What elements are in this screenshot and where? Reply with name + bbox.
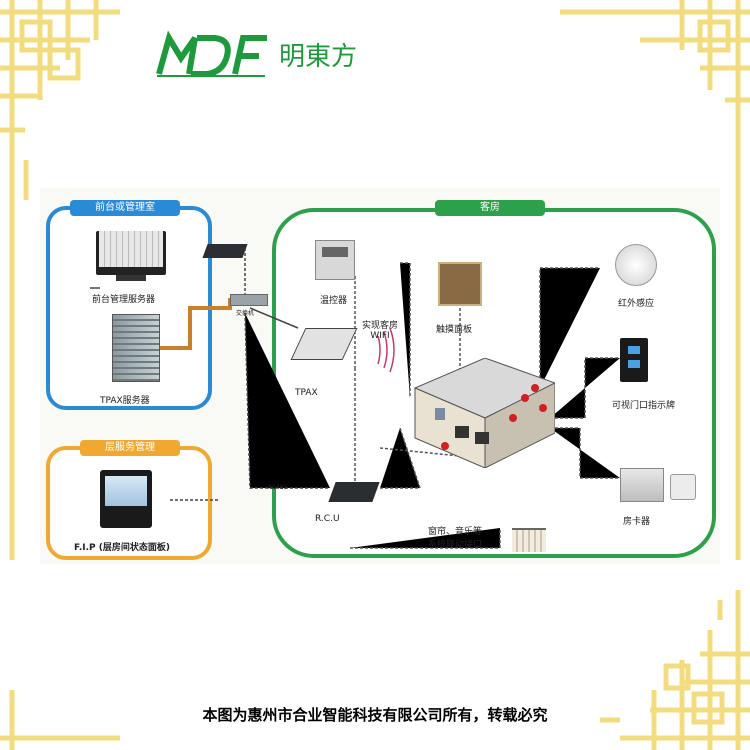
rcu-label: R.C.U: [315, 514, 340, 524]
brand-name-text: 明東方: [279, 36, 357, 73]
door-sign-label: 可视门口指示牌: [612, 398, 675, 411]
switch-label: 交换机: [236, 308, 254, 317]
hotel-room-illustration: [395, 358, 555, 468]
guest-room-panel-title: 客房: [435, 200, 545, 216]
touch-panel-icon: [438, 262, 482, 306]
mdf-logo-icon: [155, 28, 275, 80]
front-desk-panel-title: 前台或管理室: [70, 200, 180, 216]
network-switch-icon: [230, 294, 268, 306]
floor-service-panel-title: 层服务管理: [80, 440, 180, 456]
diagram-area: 前台或管理室 层服务管理 客房 前台管理服务器 TPAX服务器 交换机 RS48…: [40, 188, 720, 564]
ir-sensor-icon: [615, 244, 657, 286]
thermostat-icon: [315, 240, 355, 280]
brand-logo: 明東方: [155, 28, 380, 80]
monitor-icon: [96, 228, 166, 280]
router-icon: [202, 244, 247, 258]
thermostat-label: 温控器: [320, 293, 347, 306]
rs485-label: RS485: [268, 484, 287, 491]
tpax-label: TPAX: [295, 388, 318, 398]
curtain-icon: [512, 528, 546, 552]
rcu-box-icon: [328, 482, 379, 502]
curtain-label: 窗帘、音乐等 系统联动接口: [428, 524, 482, 550]
fip-panel-icon: [100, 470, 152, 528]
ir-sensor-label: 红外感应: [618, 296, 654, 309]
touch-panel-label: 触摸面板: [436, 322, 472, 335]
door-sign-icon: [620, 338, 648, 382]
card-reader-label: 房卡器: [623, 514, 650, 527]
wifi-label: 实现客房 WIFI: [362, 318, 398, 341]
fip-label: F.I.P (层房间状态面板): [74, 540, 170, 553]
card-switch-icon: [670, 474, 696, 500]
card-reader-icon: [620, 468, 664, 502]
copyright-notice: 本图为惠州市合业智能科技有限公司所有，转载必究: [0, 704, 750, 725]
server-icon: [112, 314, 160, 382]
front-server-label: 前台管理服务器: [92, 292, 155, 305]
tpax-server-label: TPAX服务器: [100, 393, 150, 406]
